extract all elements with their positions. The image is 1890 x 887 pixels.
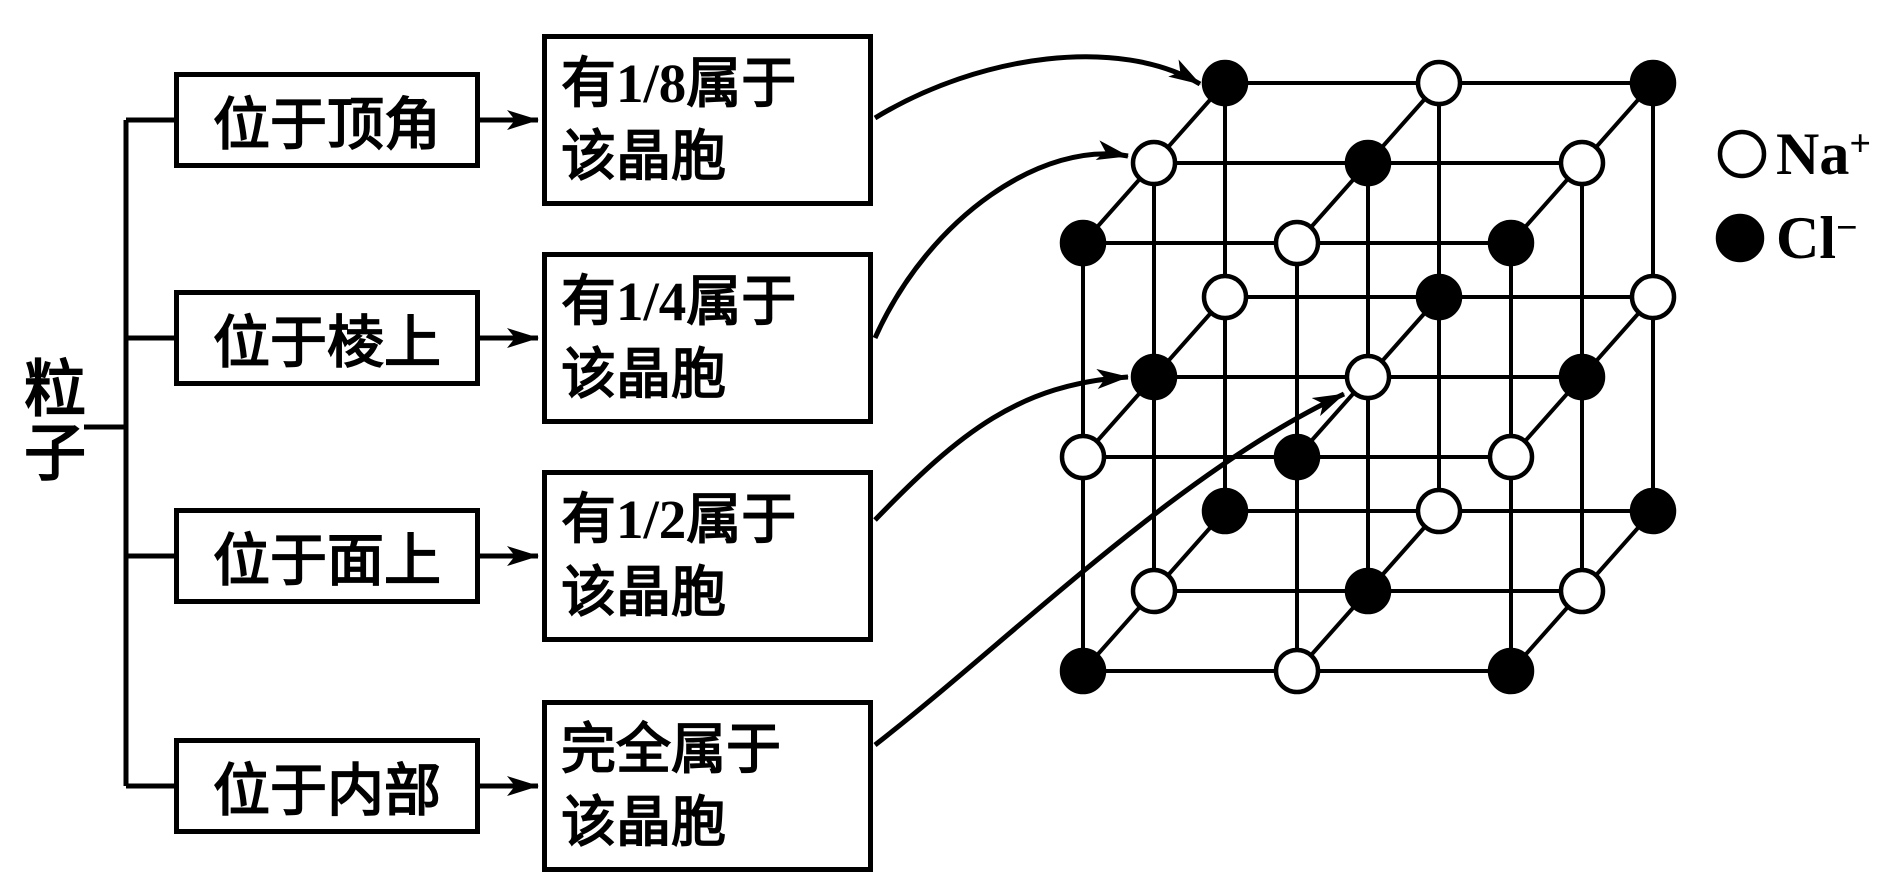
position-box-edge: 位于棱上 xyxy=(174,290,480,386)
share-box-interior-line2: 该晶胞 xyxy=(561,792,727,853)
legend-symbols xyxy=(1715,129,1767,263)
cl-atom-1-1-0 xyxy=(1273,433,1321,481)
position-box-interior: 位于内部 xyxy=(174,738,480,834)
na-atom-2-1-0 xyxy=(1487,433,1535,481)
share-box-face-line1: 有1/2属于 xyxy=(561,488,797,550)
share-box-edge-line2: 该晶胞 xyxy=(561,344,727,405)
na-atom-0-1-0 xyxy=(1059,433,1107,481)
cl-atom-1-2-1 xyxy=(1344,139,1392,187)
share-box-corner-line2: 该晶胞 xyxy=(561,126,727,187)
share-box-corner-line1: 有1/8属于 xyxy=(561,52,797,114)
na-atom-0-2-1 xyxy=(1130,139,1178,187)
na-atom-2-0-1 xyxy=(1558,567,1606,615)
crystal-lattice xyxy=(1059,59,1677,695)
legend-ion-cl: Cl xyxy=(1776,205,1836,271)
na-atom-2-1-2 xyxy=(1629,273,1677,321)
share-box-corner: 有1/8属于 该晶胞 xyxy=(542,34,873,206)
cl-atom-1-0-1 xyxy=(1344,567,1392,615)
share-box-face-line2: 该晶胞 xyxy=(561,562,727,623)
curved-arrow-to-corner-atom xyxy=(873,54,1202,121)
na-atom-1-2-2 xyxy=(1415,59,1463,107)
na-atom-1-0-2 xyxy=(1415,487,1463,535)
na-atom-0-0-1 xyxy=(1130,567,1178,615)
legend-charge-cl: − xyxy=(1836,207,1858,249)
legend-ion-na: Na xyxy=(1776,121,1850,187)
share-box-interior-line1: 完全属于 xyxy=(561,718,782,780)
curved-arrow-to-edge-atom xyxy=(872,140,1129,340)
share-box-edge: 有1/4属于 该晶胞 xyxy=(542,252,873,424)
position-box-face: 位于面上 xyxy=(174,508,480,604)
na-atom-1-1-1 xyxy=(1344,353,1392,401)
position-box-corner: 位于顶角 xyxy=(174,72,480,168)
cl-atom-0-0-0 xyxy=(1059,647,1107,695)
cl-atom-0-0-2 xyxy=(1201,487,1249,535)
cl-atom-1-1-2 xyxy=(1415,273,1463,321)
tree-connector-lines xyxy=(84,117,174,789)
legend-charge-na: + xyxy=(1849,123,1871,165)
flow-arrows xyxy=(480,110,539,796)
cl-atom-2-2-2 xyxy=(1629,59,1677,107)
share-box-edge-line1: 有1/4属于 xyxy=(561,270,797,332)
na-atom-1-2-0 xyxy=(1273,219,1321,267)
particle-root-label: 粒子 xyxy=(14,356,82,484)
legend-filled-circle-icon xyxy=(1715,213,1765,263)
legend-label-na: Na+ xyxy=(1776,124,1871,184)
cl-atom-2-0-2 xyxy=(1629,487,1677,535)
na-atom-0-1-2 xyxy=(1201,273,1249,321)
cl-atom-2-2-0 xyxy=(1487,219,1535,267)
cl-atom-0-1-1 xyxy=(1130,353,1178,401)
legend-open-circle-icon xyxy=(1717,129,1767,179)
lattice-atoms xyxy=(1059,59,1677,695)
cl-atom-0-2-0 xyxy=(1059,219,1107,267)
curved-arrow-to-interior-atom xyxy=(873,391,1346,747)
curved-arrow-to-face-atom xyxy=(873,369,1129,522)
curved-arrows xyxy=(872,54,1346,747)
cl-atom-2-0-0 xyxy=(1487,647,1535,695)
na-atom-2-2-1 xyxy=(1558,139,1606,187)
share-box-face: 有1/2属于 该晶胞 xyxy=(542,470,873,642)
cl-atom-0-2-2 xyxy=(1201,59,1249,107)
na-atom-1-0-0 xyxy=(1273,647,1321,695)
cl-atom-2-1-1 xyxy=(1558,353,1606,401)
share-box-interior: 完全属于 该晶胞 xyxy=(542,700,873,872)
legend-label-cl: Cl− xyxy=(1776,208,1858,268)
